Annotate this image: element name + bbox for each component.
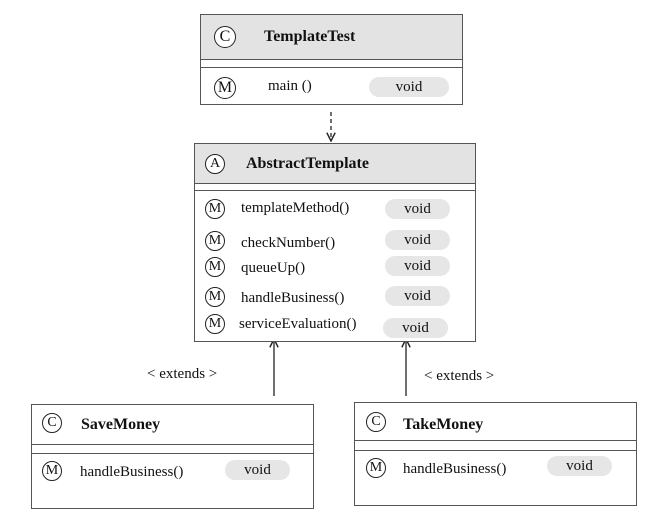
method-name: main ()	[268, 78, 312, 94]
method-name: handleBusiness()	[403, 461, 507, 477]
return-type: void	[547, 456, 612, 476]
divider	[32, 444, 313, 445]
class-name: TakeMoney	[403, 416, 484, 433]
divider	[32, 453, 313, 454]
class-c-icon: C	[42, 413, 62, 433]
return-type: void	[383, 318, 448, 338]
class-c-icon: C	[214, 26, 236, 48]
return-type: void	[385, 256, 450, 276]
return-type: void	[369, 77, 449, 97]
divider	[355, 440, 636, 441]
class-save-money[interactable]: C SaveMoney M handleBusiness() void	[31, 404, 314, 509]
class-header: A AbstractTemplate	[195, 144, 475, 184]
method-name: checkNumber()	[241, 235, 336, 251]
return-type: void	[385, 286, 450, 306]
method-name: queueUp()	[241, 260, 306, 276]
divider	[201, 67, 462, 68]
class-header: C TakeMoney	[355, 403, 636, 439]
class-template-test[interactable]: C TemplateTest M main () void	[200, 14, 463, 105]
method-name: templateMethod()	[241, 200, 350, 216]
class-header: C SaveMoney	[32, 405, 313, 442]
method-m-icon: M	[205, 314, 225, 334]
method-m-icon: M	[205, 231, 225, 251]
method-name: handleBusiness()	[80, 464, 184, 480]
method-name: handleBusiness()	[241, 290, 345, 306]
return-type: void	[385, 199, 450, 219]
class-name: SaveMoney	[81, 416, 161, 433]
method-name: serviceEvaluation()	[239, 316, 357, 332]
divider	[195, 190, 475, 191]
method-m-icon: M	[42, 461, 62, 481]
abstract-a-icon: A	[205, 154, 225, 174]
method-m-icon: M	[366, 458, 386, 478]
extends-label-takemoney: < extends >	[424, 368, 495, 384]
method-m-icon: M	[214, 77, 236, 99]
method-m-icon: M	[205, 257, 225, 277]
extends-label-savemoney: < extends >	[147, 366, 218, 382]
class-c-icon: C	[366, 412, 386, 432]
class-abstract-template[interactable]: A AbstractTemplate M templateMethod() vo…	[194, 143, 476, 342]
divider	[355, 450, 636, 451]
method-m-icon: M	[205, 287, 225, 307]
class-name: AbstractTemplate	[246, 155, 369, 172]
class-take-money[interactable]: C TakeMoney M handleBusiness() void	[354, 402, 637, 506]
method-m-icon: M	[205, 199, 225, 219]
return-type: void	[225, 460, 290, 480]
class-header: C TemplateTest	[201, 15, 462, 60]
return-type: void	[385, 230, 450, 250]
class-name: TemplateTest	[264, 28, 356, 45]
